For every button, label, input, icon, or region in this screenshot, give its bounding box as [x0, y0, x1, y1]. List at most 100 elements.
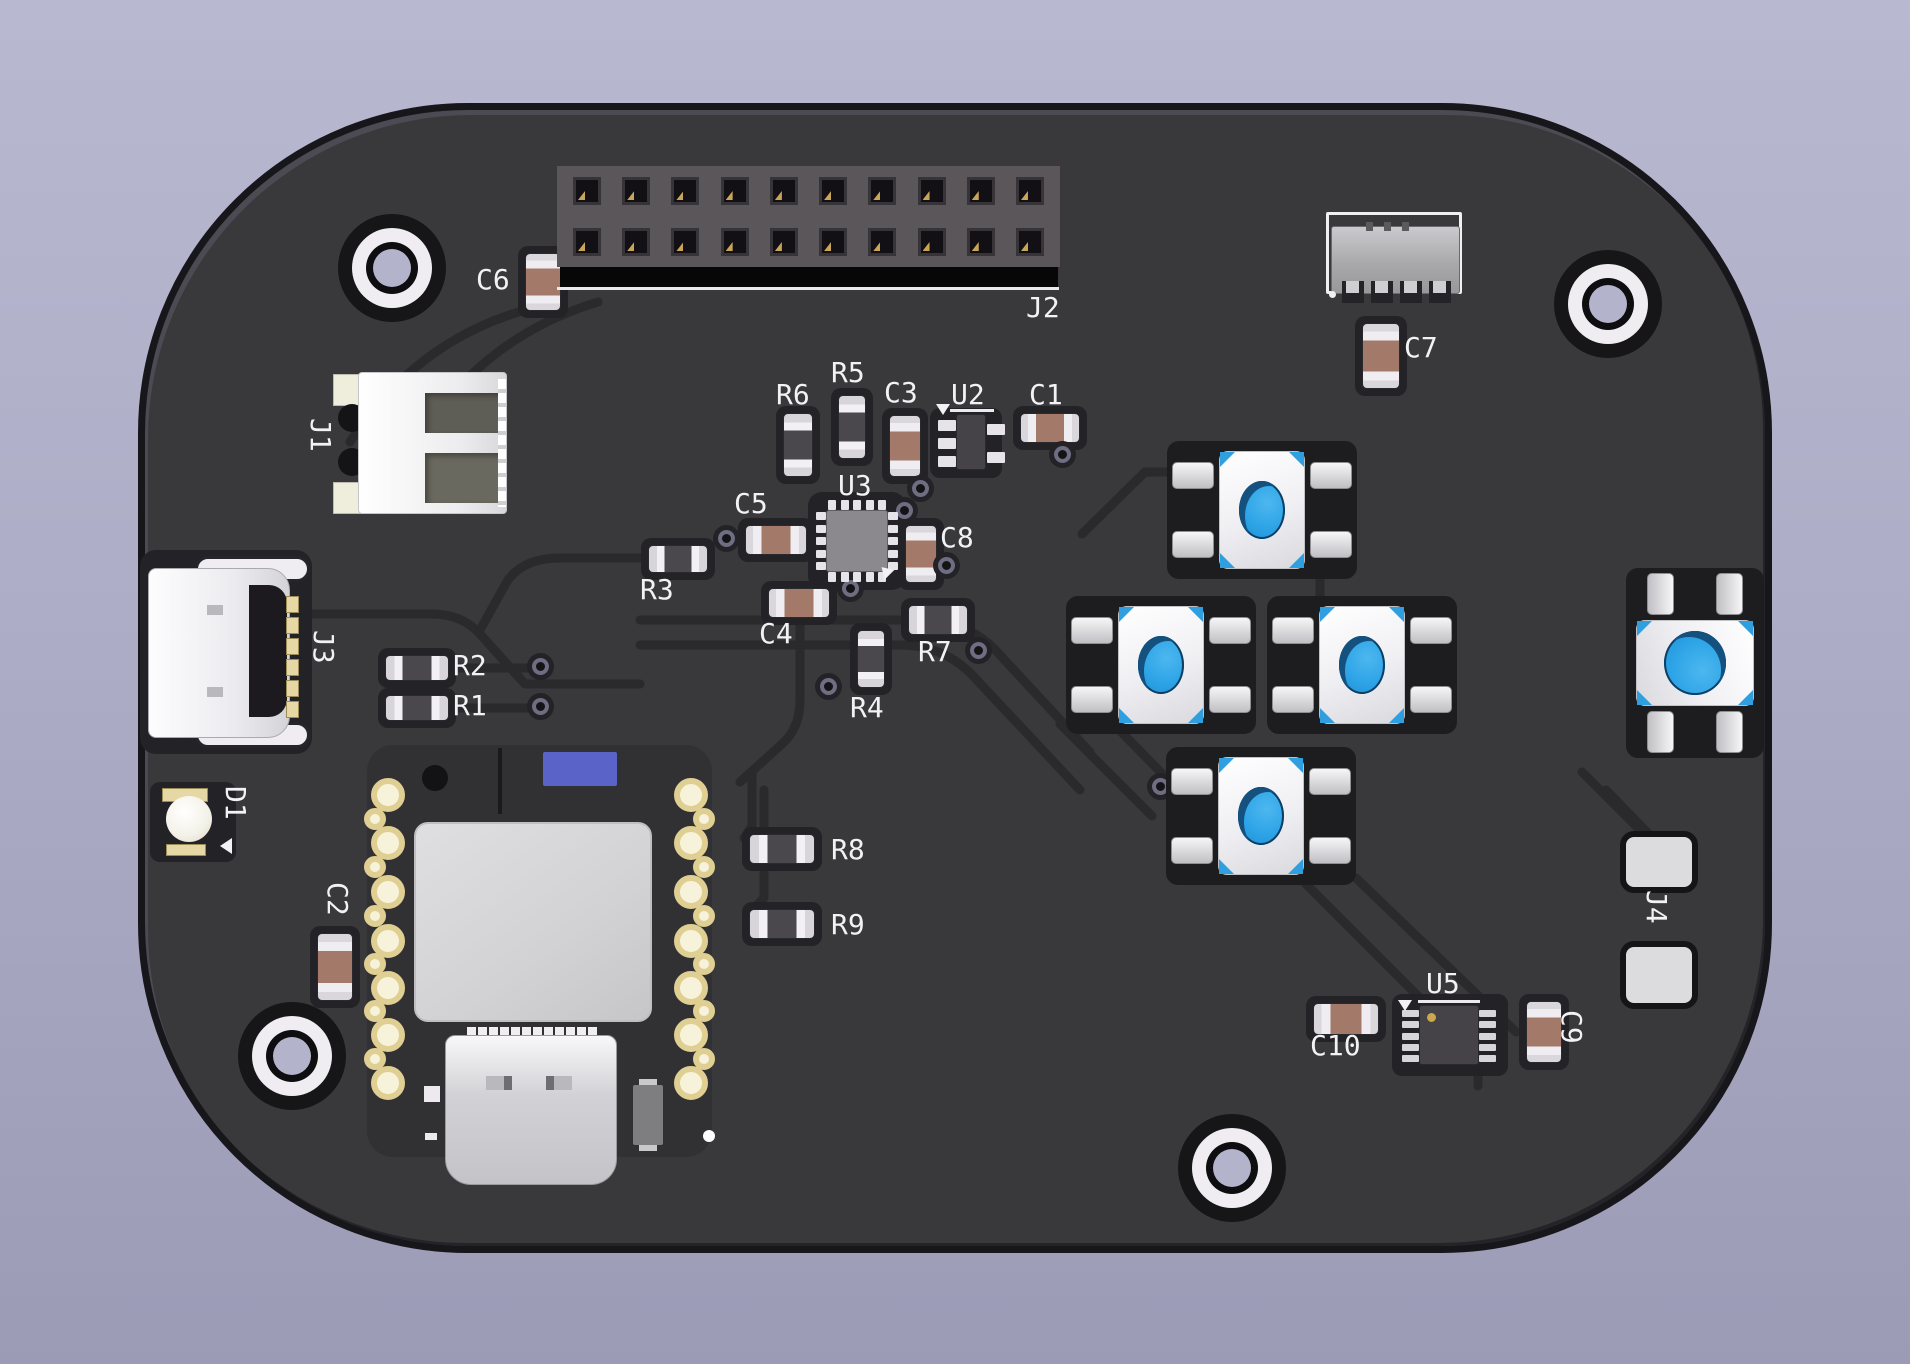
via	[896, 502, 913, 519]
connector-pad	[1429, 281, 1451, 303]
resistor-r1	[378, 688, 456, 728]
header-socket	[720, 228, 749, 256]
header-socket	[1015, 177, 1044, 205]
silkscreen-label-r2: R2	[453, 649, 487, 682]
button-lead	[1410, 617, 1452, 644]
via	[532, 698, 549, 715]
u5-pin	[1479, 1032, 1496, 1040]
capacitor-body	[745, 525, 807, 555]
pushbutton-center[interactable]	[1267, 596, 1457, 734]
silkscreen-label-r1: R1	[453, 689, 487, 722]
j3-latch	[207, 605, 223, 615]
module-usb-c-port[interactable]	[445, 1035, 617, 1185]
u5-pin	[1402, 1010, 1419, 1017]
u5-pins	[1402, 1010, 1419, 1062]
u5-pin	[1402, 1043, 1419, 1051]
button-accent	[1188, 708, 1203, 723]
hole-bore	[373, 249, 411, 287]
silkscreen-label-c10: C10	[1310, 1029, 1361, 1062]
pushbutton-up[interactable]	[1167, 441, 1357, 579]
connector-pin	[1375, 281, 1388, 293]
u5-silk-line	[1418, 1000, 1480, 1003]
button-cap[interactable]	[1138, 636, 1184, 694]
u3-pin	[816, 562, 826, 570]
silkscreen-label-c1: C1	[1029, 378, 1063, 411]
silkscreen-label-c2: C2	[321, 882, 354, 916]
silkscreen-label-r9: R9	[831, 908, 865, 941]
j3-pin	[286, 617, 299, 634]
resistor-body	[908, 605, 968, 635]
button-cap[interactable]	[1664, 631, 1726, 695]
silkscreen-label-d1: D1	[219, 786, 252, 820]
u3-pins	[888, 512, 898, 570]
header-socket	[573, 177, 601, 205]
module-pad	[555, 1027, 564, 1038]
silkscreen-label-c3: C3	[884, 376, 918, 409]
hole-bore	[1589, 285, 1627, 323]
castellated-pad	[674, 1018, 708, 1052]
u3-pin	[840, 572, 849, 582]
button-cap[interactable]	[1339, 636, 1385, 694]
u3-pins	[816, 512, 826, 570]
d1-pin1-marker	[220, 838, 232, 854]
mounting-hole-bottom-left	[238, 1002, 346, 1110]
capacitor-body	[768, 588, 830, 618]
button-cap[interactable]	[1238, 787, 1284, 845]
button-cap[interactable]	[1239, 481, 1285, 539]
castellated-pad	[674, 875, 708, 909]
pushbutton-right-edge[interactable]	[1626, 568, 1764, 758]
resistor-r6	[776, 406, 820, 484]
resistor-r9	[742, 902, 822, 946]
castellated-pad	[693, 856, 715, 878]
resistor-body	[783, 413, 813, 477]
connector-pin	[1433, 281, 1446, 293]
u5-pin1-dot	[1427, 1013, 1436, 1022]
silkscreen-label-r4: R4	[850, 691, 884, 724]
pushbutton-left[interactable]	[1066, 596, 1256, 734]
j3-pin	[286, 638, 299, 655]
button-accent	[1289, 452, 1304, 467]
button-lead	[1272, 686, 1314, 713]
usb-contact	[546, 1076, 572, 1090]
silkscreen-label-u2: U2	[951, 378, 985, 411]
mounting-hole-top-left	[338, 214, 446, 322]
module-pad	[511, 1027, 520, 1038]
silkscreen-label-c5: C5	[734, 487, 768, 520]
u3-pin	[853, 500, 861, 510]
module-pad	[425, 1133, 437, 1140]
j3-pins	[286, 596, 300, 720]
header-socket	[769, 177, 798, 205]
castellated-pad	[693, 905, 715, 927]
module-button[interactable]	[422, 765, 448, 791]
j3-opening	[249, 585, 287, 717]
via	[1054, 446, 1071, 463]
capacitor-c5	[738, 518, 814, 562]
capacitor-body	[525, 253, 561, 311]
pushbutton-down[interactable]	[1166, 747, 1356, 885]
j3-pin	[286, 701, 299, 718]
header-socket	[1015, 228, 1044, 256]
castellated-pad	[674, 924, 708, 958]
button-accent	[1188, 607, 1203, 622]
connector-pin	[1404, 281, 1417, 293]
module-pad	[577, 1027, 586, 1038]
castellated-pad	[364, 953, 386, 975]
header-socket	[720, 177, 749, 205]
castellated-pad	[693, 808, 715, 830]
castellated-pad	[364, 905, 386, 927]
silkscreen-label-j3: J3	[307, 630, 340, 664]
silkscreen-label-j4: J4	[1640, 890, 1673, 924]
module-pad	[467, 1027, 476, 1038]
silkscreen-label-u3: U3	[838, 469, 872, 502]
castellated-pad	[693, 1000, 715, 1022]
button-lead	[1209, 617, 1251, 644]
u5-pin	[1402, 1021, 1419, 1029]
header-socket	[819, 228, 848, 256]
button-lead	[1716, 711, 1743, 753]
castellated-pad	[371, 971, 405, 1005]
module-pad	[533, 1027, 542, 1038]
button-accent	[1389, 607, 1404, 622]
capacitor-c10	[1306, 996, 1386, 1042]
capacitor-c7	[1355, 316, 1407, 396]
